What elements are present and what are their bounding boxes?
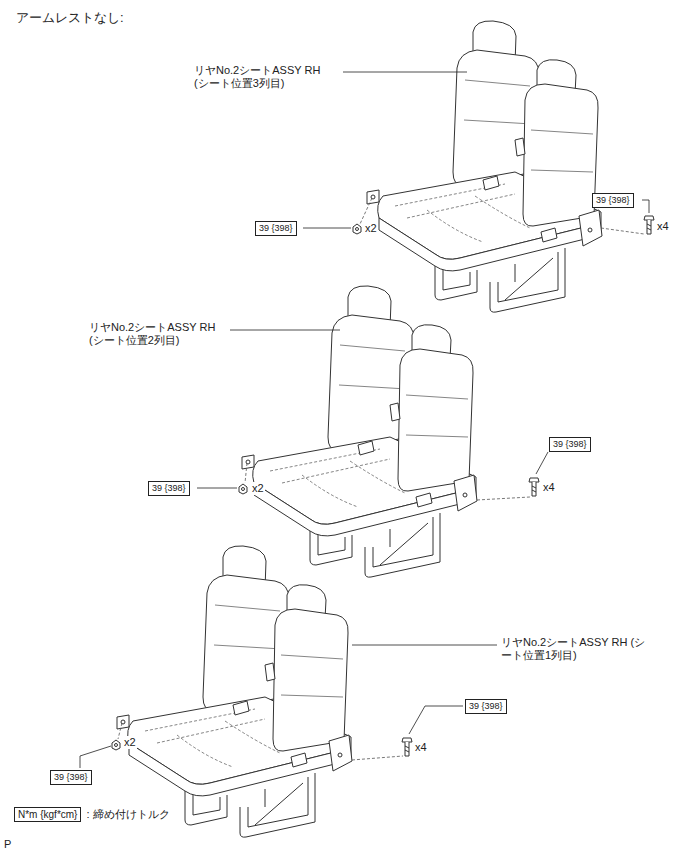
- part-name: リヤNo.2シートASSY RH (シート位置3列目): [193, 64, 335, 90]
- part-name: リヤNo.2シートASSY RH (シート位置1列目): [500, 636, 652, 662]
- fasteners: [112, 216, 654, 756]
- torque-value: 39 {398}: [152, 483, 186, 493]
- torque-value: 39 {398}: [259, 223, 293, 233]
- part-name: リヤNo.2シートASSY RH (シート位置2列目): [88, 321, 230, 347]
- torque-box: 39 {398}: [592, 193, 634, 208]
- legend-box: N*m {kgf*cm}: [14, 807, 81, 822]
- torque-box: 39 {398}: [465, 699, 507, 714]
- label-text: x4: [656, 220, 670, 233]
- torque-value: 39 {398}: [553, 439, 587, 449]
- label-text: P: [3, 838, 12, 851]
- diagram-title: アームレストなし:: [16, 10, 124, 25]
- torque-value: N*m {kgf*cm}: [18, 809, 77, 820]
- torque-box: 39 {398}: [148, 481, 190, 496]
- label-text: x2: [123, 736, 137, 749]
- torque-value: 39 {398}: [596, 195, 630, 205]
- label-text: x2: [364, 222, 378, 235]
- torque-box: 39 {398}: [255, 221, 297, 236]
- torque-box: 39 {398}: [549, 437, 591, 452]
- torque-value: 39 {398}: [469, 701, 503, 711]
- torque-box: 39 {398}: [50, 770, 92, 785]
- rear-seat-row3: [367, 21, 602, 312]
- rear-seat-row1: [117, 546, 352, 837]
- label-text: x2: [251, 482, 265, 495]
- label-text: x4: [414, 741, 428, 754]
- leader-lines: [80, 72, 649, 768]
- torque-value: 39 {398}: [54, 772, 88, 782]
- label-text: x4: [542, 481, 556, 494]
- label-text: : 締め付けトルク: [85, 808, 170, 821]
- alignment-lines: [118, 198, 644, 760]
